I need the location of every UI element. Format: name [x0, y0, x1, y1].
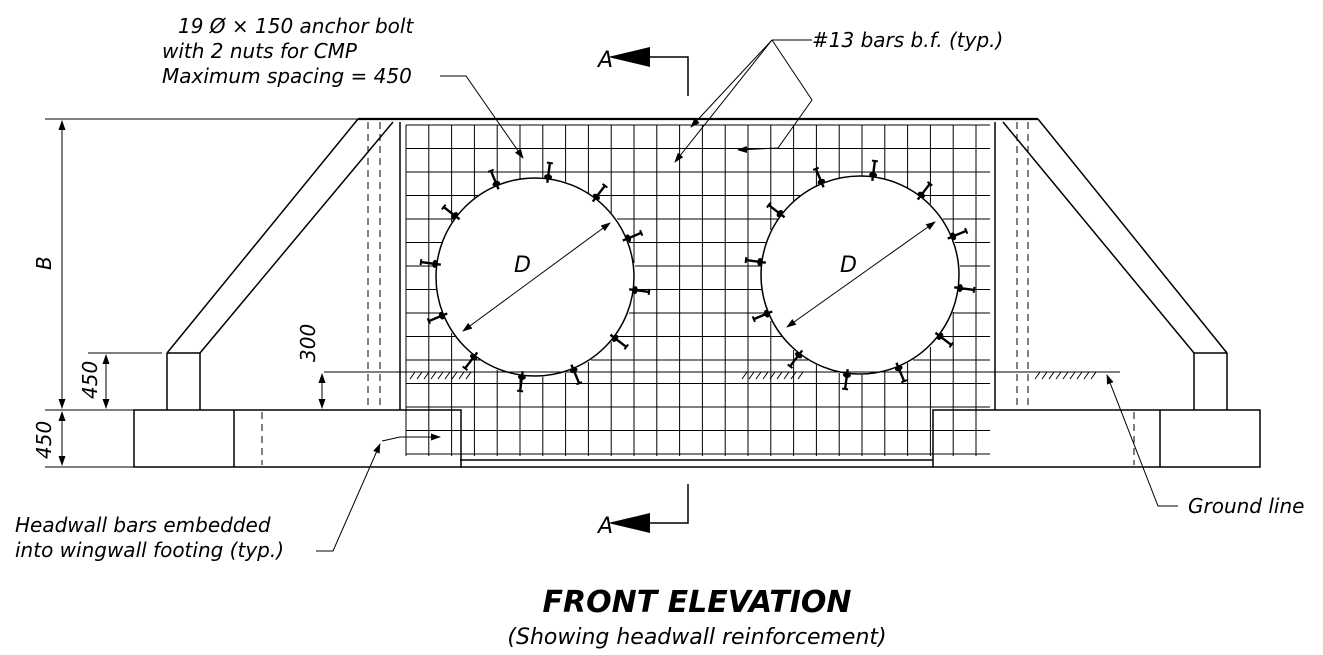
anchor-bolt-icon	[629, 286, 651, 296]
hatch-stroke	[1069, 371, 1076, 380]
bars-note-text: #13 bars b.f. (typ.)	[812, 28, 1003, 52]
diameter-dimension-right: D	[786, 221, 936, 328]
headwall-note-line1: Headwall bars embedded	[15, 513, 271, 537]
dimension-chain-left: B 450 450	[32, 118, 358, 468]
anchor-bolt-icon	[869, 159, 879, 181]
hatch-stroke	[790, 371, 797, 380]
hatch-stroke	[741, 371, 748, 380]
right-footing	[932, 409, 1261, 468]
anchor-bolt-icon	[841, 369, 851, 391]
hatch-stroke	[1083, 371, 1090, 380]
pipe-outline	[760, 175, 960, 375]
hatch-stroke	[748, 371, 755, 380]
pipe-outline	[435, 177, 635, 377]
ground-hatch	[409, 371, 1097, 380]
culvert-pipe-right	[744, 159, 976, 391]
anchor-bolt-icon	[462, 351, 479, 371]
anchor-bolt-icon	[516, 371, 526, 393]
anchor-note-line2: with 2 nuts for CMP	[162, 39, 358, 63]
title-sub: (Showing headwall reinforcement)	[507, 625, 886, 650]
headwall-note: Headwall bars embedded into wingwall foo…	[15, 433, 441, 562]
drawing-title: FRONT ELEVATION (Showing headwall reinfo…	[507, 585, 886, 650]
hatch-stroke	[1055, 371, 1062, 380]
hatch-stroke	[1076, 371, 1083, 380]
diameter-dimension-left: D	[462, 222, 611, 332]
anchor-bolt-icon	[947, 227, 969, 241]
anchor-bolt-icon	[934, 331, 954, 348]
anchor-bolt-icon	[954, 284, 976, 294]
diameter-label-right: D	[840, 253, 857, 278]
ground-line-note: Ground line	[1106, 374, 1304, 518]
dimension-cover-300: 300	[296, 324, 326, 409]
headwall-note-line2: into wingwall footing (typ.)	[15, 538, 284, 562]
bars-note: #13 bars b.f. (typ.)	[674, 28, 1003, 163]
dim-label-footing-450: 450	[32, 421, 56, 459]
hatch-stroke	[762, 371, 769, 380]
anchor-bolt-note: 19 Ø × 150 anchor bolt with 2 nuts for C…	[162, 14, 524, 159]
section-cut-top: A	[596, 47, 689, 96]
title-main: FRONT ELEVATION	[543, 585, 852, 620]
anchor-bolt-icon	[487, 168, 501, 190]
hatch-stroke	[1090, 371, 1097, 380]
anchor-note-line3: Maximum spacing = 450	[162, 64, 412, 88]
anchor-bolt-icon	[622, 229, 644, 243]
hatch-stroke	[769, 371, 776, 380]
hatch-stroke	[755, 371, 762, 380]
anchor-bolt-icon	[766, 202, 786, 219]
anchor-bolt-icon	[894, 362, 908, 384]
hatch-stroke	[451, 371, 458, 380]
section-arrow-bottom-icon	[608, 513, 650, 533]
dim-label-b: B	[32, 256, 56, 270]
anchor-bolt-icon	[812, 166, 826, 188]
hatch-stroke	[783, 371, 790, 380]
hatch-stroke	[416, 371, 423, 380]
left-footing	[133, 409, 462, 468]
hatch-stroke	[1034, 371, 1041, 380]
hatch-stroke	[797, 371, 804, 380]
hatch-stroke	[1048, 371, 1055, 380]
dim-label-cover-300: 300	[296, 324, 320, 362]
hatch-stroke	[423, 371, 430, 380]
hatch-stroke	[430, 371, 437, 380]
anchor-bolt-icon	[751, 309, 773, 323]
anchor-bolt-icon	[916, 181, 933, 201]
anchor-bolt-icon	[419, 258, 441, 268]
left-wingwall	[166, 118, 394, 410]
hatch-stroke	[409, 371, 416, 380]
hatch-stroke	[444, 371, 451, 380]
section-arrow-top-icon	[608, 47, 650, 67]
section-label-top: A	[596, 48, 613, 73]
culvert-pipe-left	[419, 161, 651, 393]
dim-label-wall-450: 450	[78, 361, 102, 399]
headwall	[358, 117, 1038, 468]
hatch-stroke	[437, 371, 444, 380]
section-label-bottom: A	[596, 514, 613, 539]
anchor-bolt-icon	[744, 256, 766, 266]
anchor-bolt-icon	[591, 183, 608, 203]
right-wingwall	[1002, 118, 1228, 410]
hatch-stroke	[458, 371, 465, 380]
diameter-label-left: D	[514, 253, 531, 278]
anchor-bolt-icon	[569, 364, 583, 386]
anchor-bolt-icon	[787, 349, 804, 369]
anchor-note-line1: 19 Ø × 150 anchor bolt	[178, 14, 414, 38]
rebar-grid	[405, 124, 990, 456]
hatch-stroke	[776, 371, 783, 380]
section-cut-bottom: A	[596, 484, 689, 539]
anchor-bolt-icon	[441, 204, 461, 221]
anchor-bolt-icon	[426, 311, 448, 325]
ground-line	[324, 371, 1120, 380]
ground-line-label: Ground line	[1188, 494, 1304, 518]
hatch-stroke	[465, 371, 472, 380]
anchor-bolt-icon	[544, 161, 554, 183]
anchor-bolt-icon	[609, 333, 629, 350]
hatch-stroke	[1041, 371, 1048, 380]
hatch-stroke	[1062, 371, 1069, 380]
